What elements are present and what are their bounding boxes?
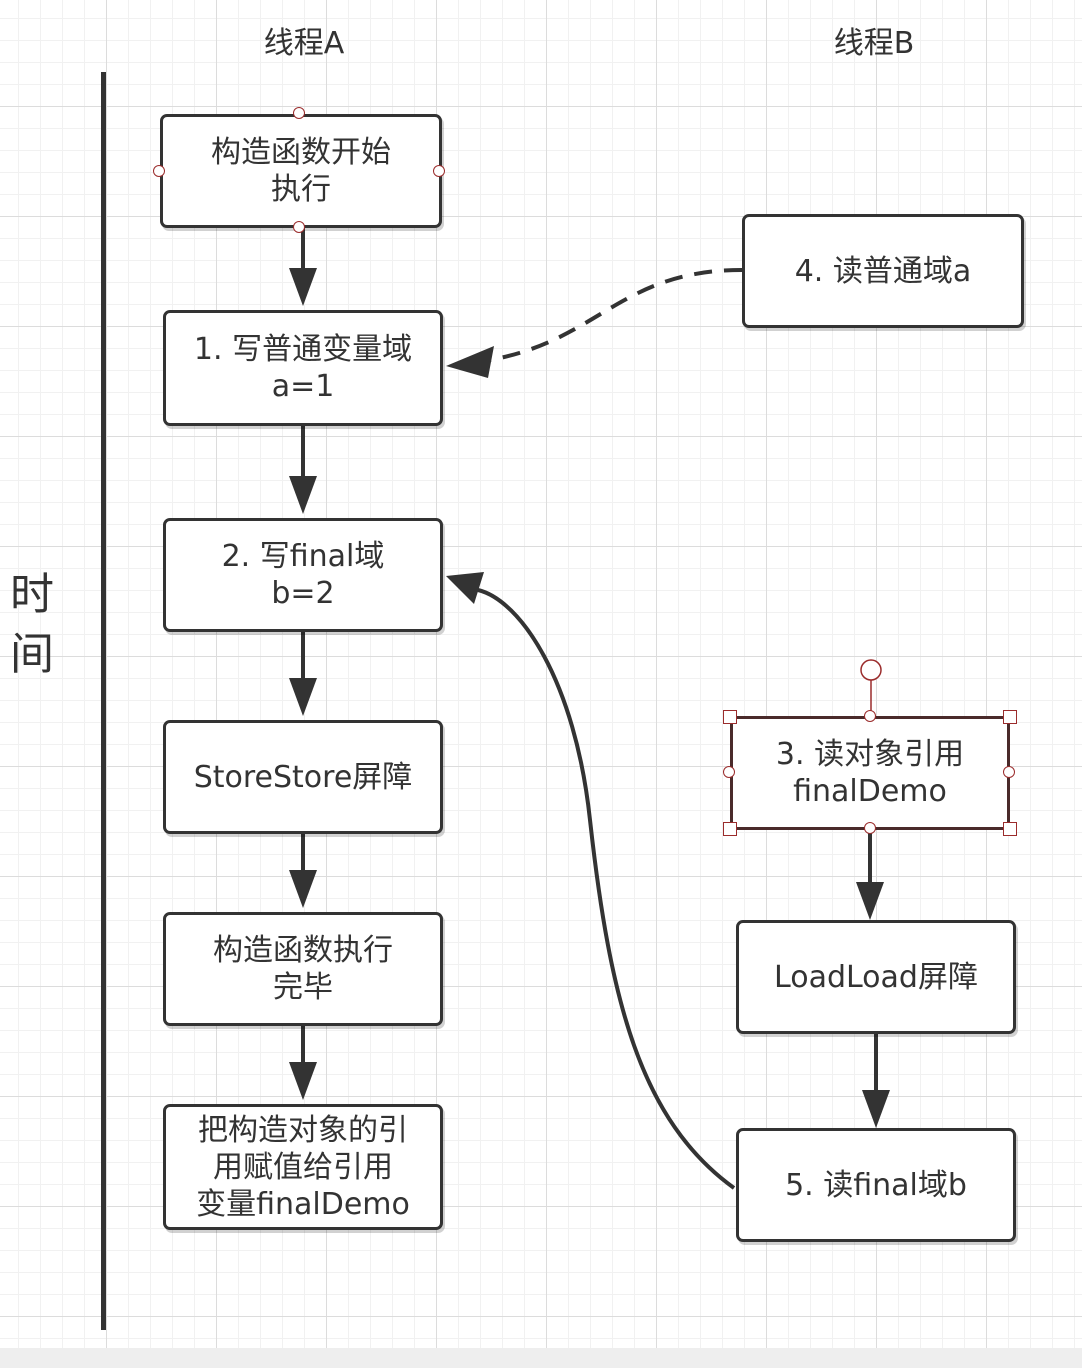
resize-handle-top-right[interactable] — [1003, 710, 1017, 724]
node-constructor-end[interactable]: 构造函数执行 完毕 — [163, 912, 443, 1026]
node-label: LoadLoad屏障 — [774, 959, 978, 995]
node-label: 5. 读final域b — [785, 1167, 967, 1203]
node-read-object-reference[interactable]: 3. 读对象引用 finalDemo — [730, 716, 1010, 830]
node-label: 2. 写final域 b=2 — [221, 539, 385, 611]
timeline-axis — [101, 72, 106, 1330]
arrowhead-b5 — [862, 1090, 890, 1128]
node-write-final-field[interactable]: 2. 写final域 b=2 — [163, 518, 443, 632]
node-write-normal-field[interactable]: 1. 写普通变量域 a=1 — [163, 310, 443, 426]
arrowhead-a3 — [289, 678, 317, 716]
resize-handle-top-left[interactable] — [723, 710, 737, 724]
arrowhead-bll — [856, 882, 884, 920]
node-read-normal-field[interactable]: 4. 读普通域a — [742, 214, 1024, 328]
arrowhead-a4 — [289, 870, 317, 908]
resize-handle-bottom-left[interactable] — [723, 822, 737, 836]
arrowhead-dashed-to-a1 — [446, 346, 494, 378]
connection-point-right[interactable] — [1003, 766, 1015, 778]
arrowhead-a5 — [289, 1062, 317, 1100]
node-label: 4. 读普通域a — [794, 253, 972, 289]
node-label: 3. 读对象引用 finalDemo — [775, 737, 965, 809]
node-assign-reference[interactable]: 把构造对象的引 用赋值给引用 变量finalDemo — [163, 1104, 443, 1230]
node-constructor-start[interactable]: 构造函数开始 执行 — [160, 114, 442, 228]
connection-point-top[interactable] — [864, 710, 876, 722]
arrow-b4-to-a1-dashed — [489, 268, 743, 362]
node-read-final-field[interactable]: 5. 读final域b — [736, 1128, 1016, 1242]
arrowhead-curve-to-a2 — [446, 572, 484, 604]
connection-point-top[interactable] — [293, 107, 305, 119]
b3-rotate-handle — [860, 659, 882, 681]
resize-handle-bottom-right[interactable] — [1003, 822, 1017, 836]
connection-point-left[interactable] — [723, 766, 735, 778]
node-loadload-barrier[interactable]: LoadLoad屏障 — [736, 920, 1016, 1034]
arrow-b5-to-a2-curve — [477, 588, 736, 1190]
connection-point-left[interactable] — [153, 165, 165, 177]
node-label: 把构造对象的引 用赋值给引用 变量finalDemo — [196, 1112, 410, 1222]
node-label: StoreStore屏障 — [193, 759, 413, 795]
node-label: 构造函数开始 执行 — [211, 135, 391, 207]
bottom-strip — [0, 1348, 1082, 1368]
node-label: 1. 写普通变量域 a=1 — [193, 332, 413, 404]
arrowhead-a2 — [289, 476, 317, 514]
lane-title-thread-a: 线程A — [263, 26, 345, 61]
connection-point-bottom[interactable] — [864, 822, 876, 834]
node-storestore-barrier[interactable]: StoreStore屏障 — [163, 720, 443, 834]
time-axis-label: 时 间 — [10, 569, 54, 680]
connection-point-right[interactable] — [433, 165, 445, 177]
arrowhead-a1 — [289, 268, 317, 306]
node-label: 构造函数执行 完毕 — [213, 933, 393, 1005]
connection-point-bottom[interactable] — [293, 221, 305, 233]
lane-title-thread-b: 线程B — [833, 26, 915, 61]
